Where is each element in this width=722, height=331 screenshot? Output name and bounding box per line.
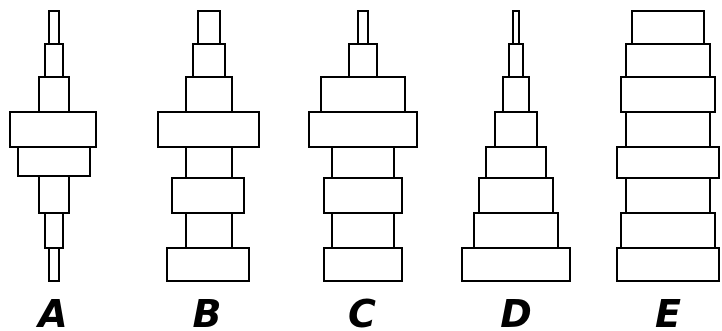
stack-c-block	[322, 246, 404, 283]
stack-e-block	[624, 42, 712, 79]
stack-a-block	[37, 174, 71, 215]
stack-c-block	[347, 42, 379, 79]
stack-c-block	[356, 9, 370, 46]
stack-b-block	[156, 110, 261, 149]
stack-b: B	[156, 9, 261, 331]
stack-c-label: C	[348, 292, 376, 331]
stack-d-block	[493, 110, 539, 149]
stack-a-block	[37, 75, 71, 114]
stack-e-block	[619, 75, 717, 114]
stack-c-block	[319, 75, 407, 114]
stack-d-block	[501, 75, 531, 114]
stack-e-block	[619, 211, 717, 250]
stack-a-block	[43, 211, 65, 250]
stack-b-block	[196, 9, 222, 46]
stack-d: D	[460, 9, 572, 331]
stack-c-block	[307, 110, 419, 149]
stack-d-block	[507, 42, 525, 79]
stack-e-block	[630, 9, 706, 46]
stack-a-block	[8, 110, 98, 149]
stack-a: A	[8, 9, 98, 331]
stack-d-block	[472, 211, 560, 250]
stack-d-block	[460, 246, 572, 283]
stack-b-block	[170, 176, 246, 215]
stack-e-label: E	[655, 292, 681, 331]
stack-b-block	[184, 211, 234, 250]
stack-d-block	[477, 176, 555, 215]
stack-b-label: B	[193, 292, 222, 331]
stack-a-block	[16, 145, 92, 178]
stack-a-label: A	[35, 292, 67, 331]
stack-d-block	[484, 145, 548, 180]
stack-e-block	[624, 176, 712, 215]
stack-b-block	[184, 145, 234, 180]
stack-d-label: D	[500, 292, 532, 331]
stack-b-block	[184, 75, 234, 114]
stack-a-block	[47, 9, 61, 46]
stack-b-block	[191, 42, 227, 79]
stack-c-block	[330, 211, 396, 250]
stack-a-block	[43, 42, 65, 79]
stack-e-block	[615, 145, 721, 180]
stack-b-block	[165, 246, 251, 283]
stack-d-block	[511, 9, 521, 46]
stack-e-block	[624, 110, 712, 149]
stack-a-block	[47, 246, 61, 283]
stack-c-block	[322, 176, 404, 215]
stack-e: E	[615, 9, 721, 331]
stack-c-block	[330, 145, 396, 180]
stack-c: C	[307, 9, 419, 331]
stack-e-block	[615, 246, 721, 283]
